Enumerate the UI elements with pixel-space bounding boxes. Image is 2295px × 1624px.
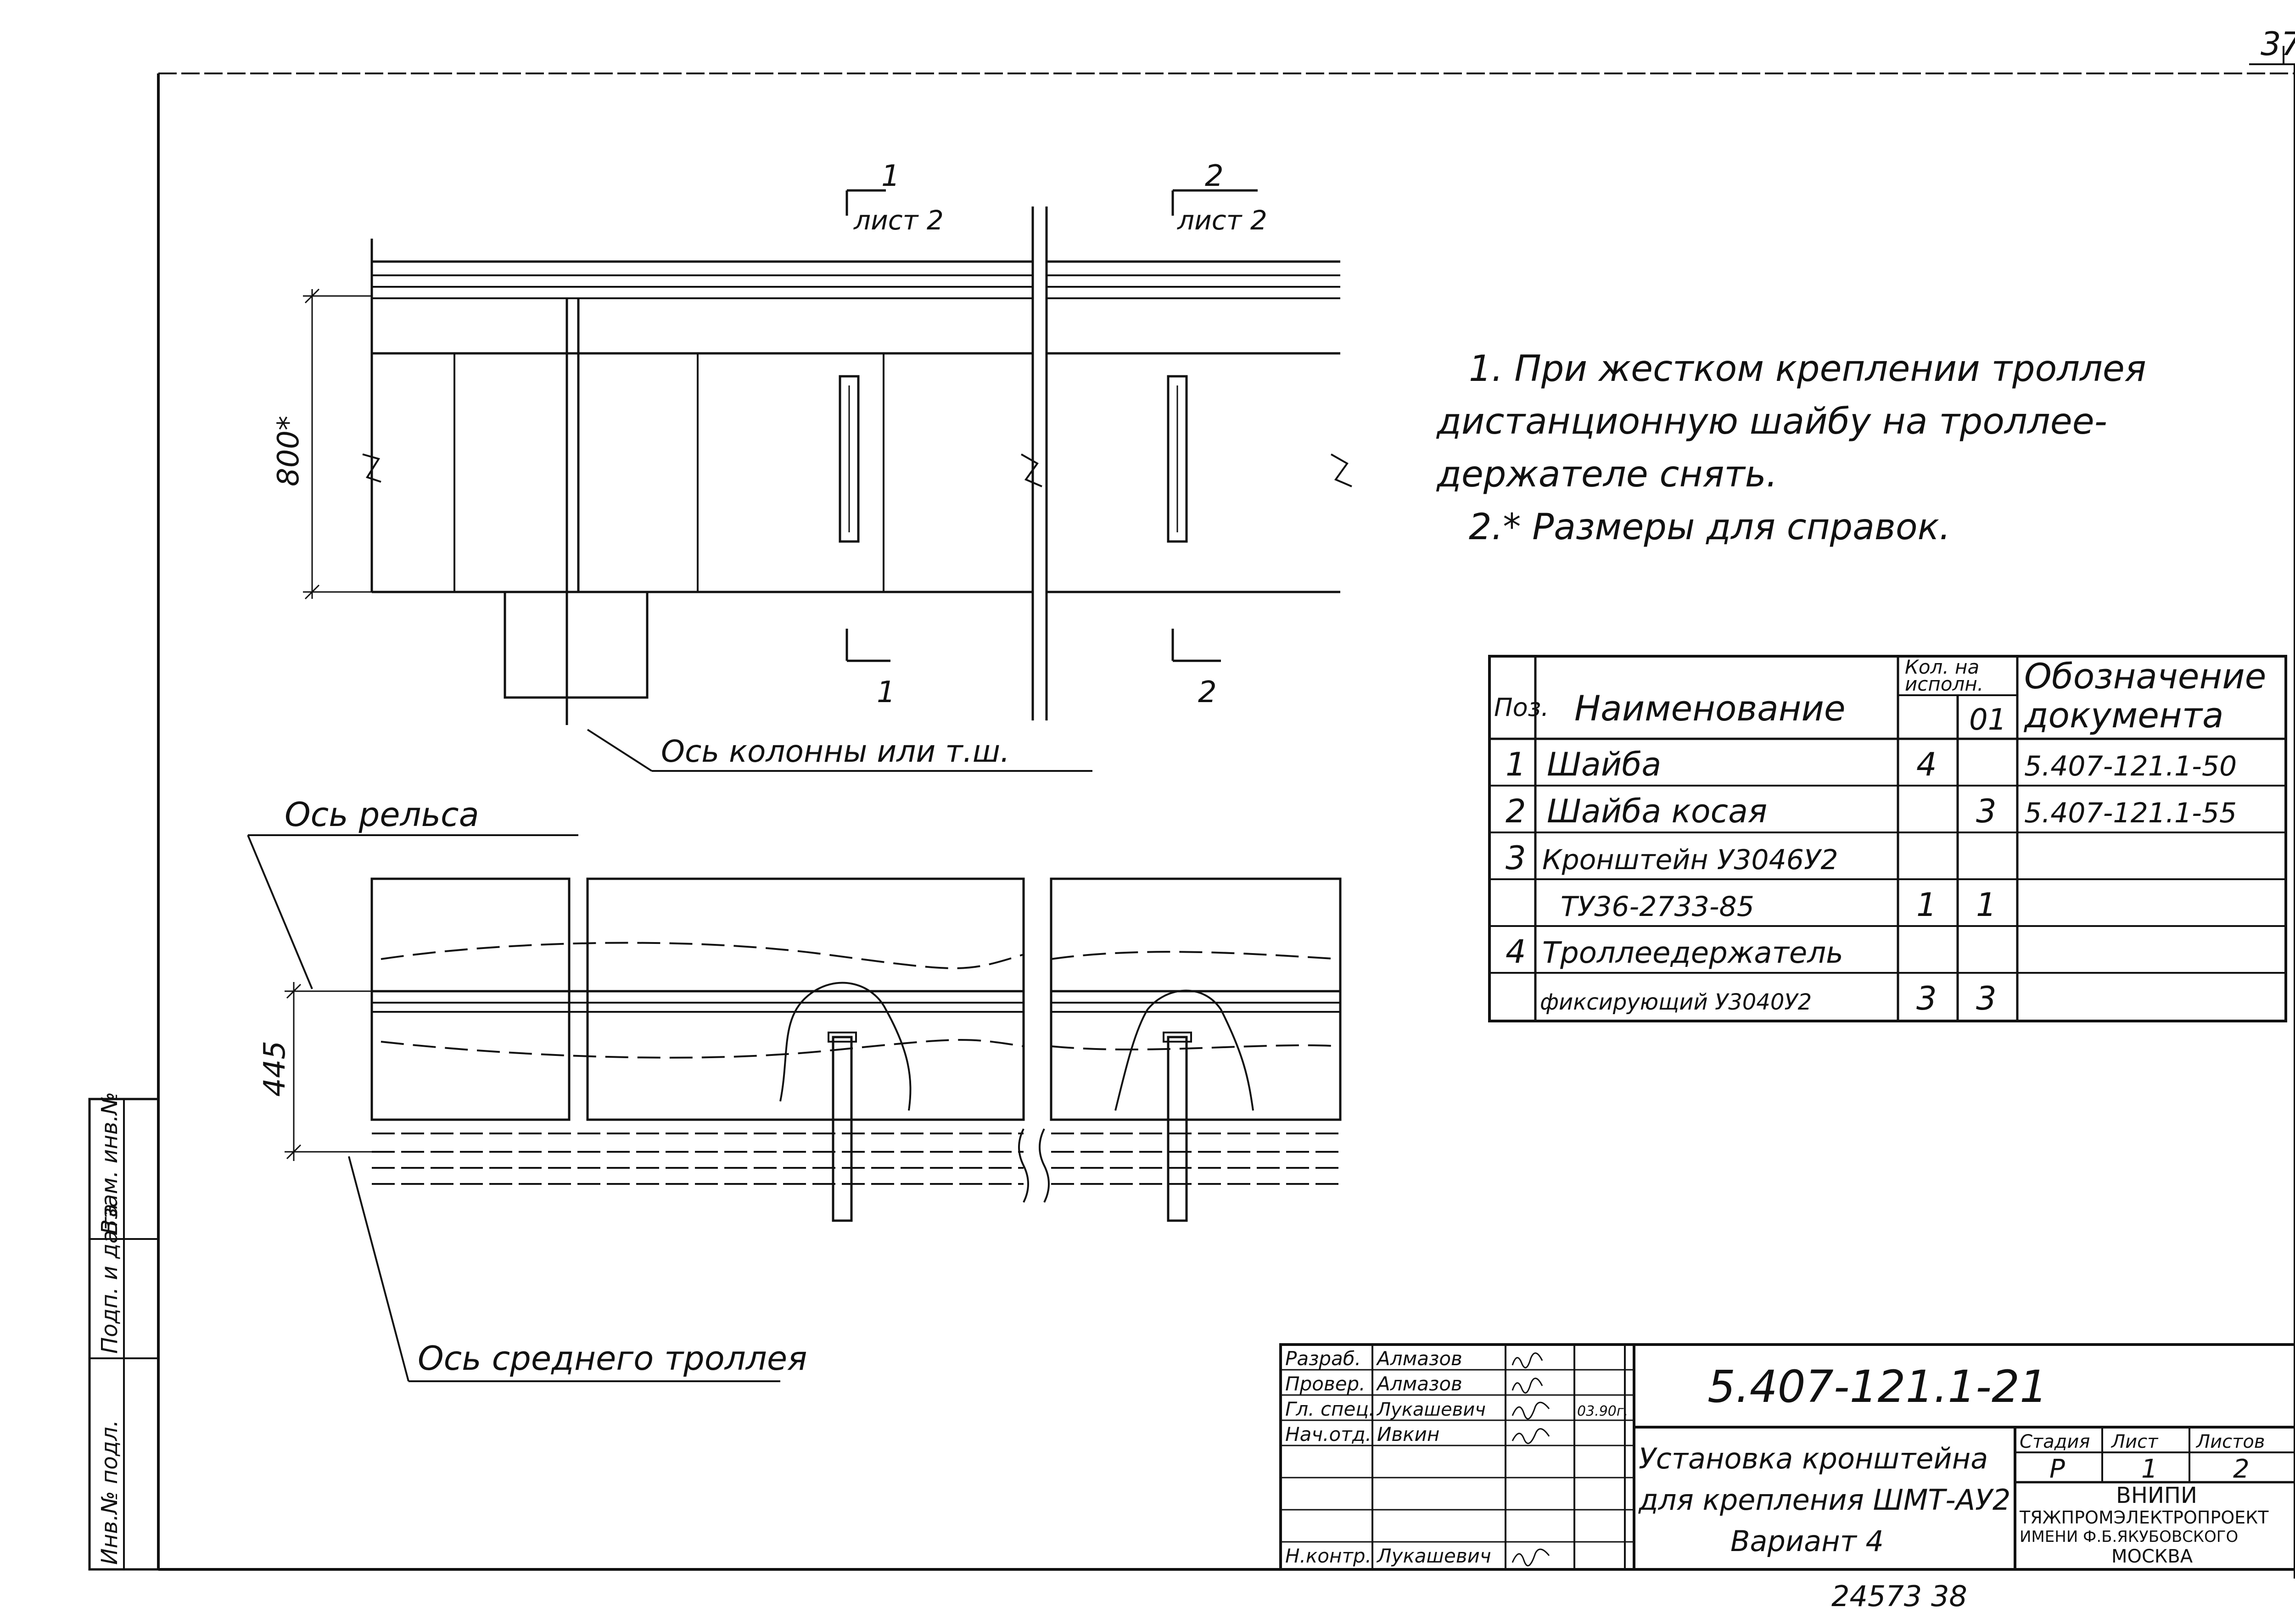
tb-sheet-label: Лист — [2110, 1431, 2159, 1452]
spec-table: Поз. Наименование Кол. на исполн. 01 Обо… — [1488, 655, 2287, 1022]
section-2-bottom: 2 — [1198, 675, 1217, 709]
note-line-2: дистанционную шайбу на троллее- — [1436, 401, 2107, 442]
section-2-sheet: лист 2 — [1177, 205, 1267, 236]
section-2-number: 2 — [1205, 159, 1224, 193]
spec-row-1-doc: 5.407-121.1-50 — [2024, 750, 2237, 782]
spec-row-2-pos: 2 — [1506, 792, 1526, 830]
dimension-445: 445 — [258, 1041, 292, 1097]
trolley-axis-label: Ось среднего троллея — [418, 1339, 807, 1378]
tb-stage-label: Стадия — [2020, 1431, 2090, 1452]
spec-row-4-q0: 1 — [1916, 886, 1937, 924]
spec-row-1-name: Шайба — [1547, 746, 1661, 783]
bottom-number: 24573 38 — [1831, 1579, 1967, 1613]
tb-org-1: ВНИПИ — [2116, 1483, 2197, 1508]
column-axis-leader — [587, 729, 1092, 772]
side-stamp-inv: Инв.№ подл. — [97, 1420, 123, 1565]
tb-title-1: Установка кронштейна — [1639, 1442, 1988, 1475]
spec-row-3-name: Кронштейн У3046У2 — [1542, 844, 1838, 876]
tb-name-3: Лукашевич — [1376, 1399, 1486, 1420]
section-mark-1-top — [845, 189, 886, 216]
tb-title-3: Вариант 4 — [1730, 1524, 1884, 1558]
tb-name-2: Алмазов — [1376, 1373, 1462, 1395]
spec-row-3-pos: 3 — [1506, 839, 1526, 877]
spec-row-2-doc: 5.407-121.1-55 — [2024, 797, 2237, 829]
spec-header-doc: Обозначение — [2024, 656, 2266, 697]
tb-role-2: Провер. — [1285, 1373, 1366, 1395]
notes: 1. При жестком креплении троллея дистанц… — [1436, 348, 2146, 548]
title-block — [1279, 1343, 2295, 1571]
section-1-number: 1 — [881, 159, 900, 193]
section-mark-1-bottom — [845, 629, 890, 662]
spec-header-exec: 01 — [1969, 703, 2006, 737]
spec-header-doc2: документа — [2023, 695, 2224, 736]
section-1-bottom: 1 — [877, 675, 896, 709]
front-view — [285, 877, 1342, 1222]
note-line-3: держателе снять. — [1436, 454, 1778, 495]
tb-code: 5.407-121.1-21 — [1707, 1361, 2048, 1412]
tb-name-4: Ивкин — [1377, 1423, 1439, 1445]
spec-row-5-pos: 4 — [1506, 933, 1526, 971]
rail-axis-label: Ось рельса — [285, 795, 479, 834]
tb-org-4: МОСКВА — [2111, 1546, 2193, 1567]
column-axis-label: Ось колонны или т.ш. — [661, 734, 1010, 769]
tb-title-2: для крепления ШМТ-АУ2 — [1638, 1483, 2010, 1517]
note-line-1: 1. При жестком креплении троллея — [1469, 348, 2146, 390]
section-mark-2-top — [1171, 189, 1258, 216]
spec-header-name: Наименование — [1574, 688, 1846, 729]
dimension-800: 800* — [272, 416, 306, 486]
spec-header-qty: Кол. на — [1905, 656, 1979, 678]
spec-row-6-name: фиксирующий У3040У2 — [1540, 989, 1812, 1015]
side-stamp-replace: Взам. инв.№ — [97, 1092, 123, 1234]
spec-header-qty2: исполн. — [1905, 673, 1983, 695]
note-line-4: 2.* Размеры для справок. — [1469, 507, 1951, 548]
spec-row-2-q1: 3 — [1976, 792, 1997, 830]
spec-row-4-q1: 1 — [1976, 886, 1997, 924]
tb-role-3: Гл. спец. — [1285, 1398, 1375, 1420]
section-mark-2-bottom — [1171, 629, 1221, 662]
spec-row-5-name: Троллеедержатель — [1542, 936, 1843, 970]
tb-sheet: 1 — [2141, 1454, 2158, 1484]
tb-stage: Р — [2049, 1454, 2065, 1484]
page-number: 37 — [2261, 25, 2295, 63]
tb-role-4: Нач.отд. — [1285, 1423, 1371, 1445]
spec-row-6-q0: 3 — [1916, 980, 1937, 1017]
tb-sheets-label: Листов — [2195, 1431, 2265, 1452]
spec-row-6-q1: 3 — [1976, 980, 1997, 1017]
tb-name-7: Лукашевич — [1376, 1545, 1491, 1567]
top-view — [303, 206, 1352, 725]
tb-org-2: ТЯЖПРОМЭЛЕКТРОПРОЕКТ — [2019, 1507, 2269, 1528]
spec-row-1-q0: 4 — [1916, 746, 1937, 783]
tb-role-1: Разраб. — [1285, 1347, 1361, 1370]
trolley-axis-leader — [348, 1156, 780, 1382]
tb-date: 03.90г. — [1577, 1403, 1628, 1419]
signature-scribbles — [1511, 1352, 1550, 1567]
spec-row-4-name: ТУ36-2733-85 — [1561, 891, 1754, 923]
side-stamp-sign: Подп. и дата — [97, 1204, 123, 1354]
tb-role-7: Н.контр. — [1285, 1545, 1371, 1567]
spec-row-1-pos: 1 — [1506, 746, 1526, 783]
section-1-sheet: лист 2 — [853, 205, 944, 236]
spec-row-2-name: Шайба косая — [1547, 792, 1767, 830]
tb-sheets: 2 — [2233, 1454, 2250, 1484]
side-stamp: Инв.№ подл. Подп. и дата Взам. инв.№ — [88, 1092, 160, 1571]
tb-org-3: ИМЕНИ Ф.Б.ЯКУБОВСКОГО — [2020, 1528, 2238, 1546]
tb-name-1: Алмазов — [1376, 1347, 1462, 1370]
spec-header-pos: Поз. — [1494, 693, 1549, 722]
rail-axis-leader — [247, 834, 578, 989]
